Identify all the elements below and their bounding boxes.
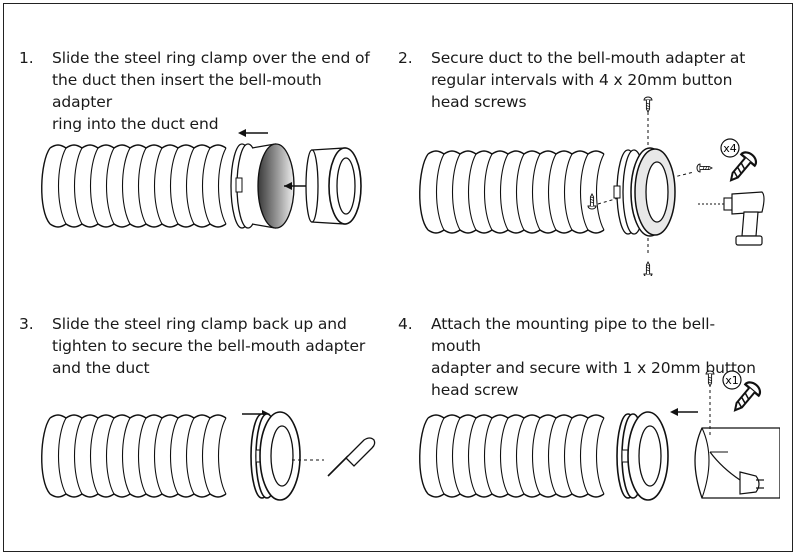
quantity-label: x4 bbox=[723, 142, 737, 155]
figure-step-3 bbox=[41, 410, 376, 501]
step-number: 4. bbox=[398, 315, 413, 333]
figure-step-4: x1 bbox=[419, 370, 780, 501]
flexible-duct bbox=[41, 414, 227, 498]
mounting-pipe bbox=[694, 427, 780, 499]
power-plug-icon bbox=[709, 451, 764, 495]
instruction-frame bbox=[3, 3, 793, 552]
quantity-badge: x1 bbox=[722, 370, 742, 390]
flexible-duct bbox=[419, 414, 605, 498]
screw-icon bbox=[643, 96, 653, 113]
step-text: Attach the mounting pipe to the bell-mou… bbox=[431, 315, 756, 399]
arrow-left-icon bbox=[670, 408, 698, 416]
bell-mouth-adapter bbox=[627, 411, 669, 501]
bell-mouth-adapter bbox=[305, 147, 362, 225]
figure-step-1 bbox=[41, 129, 362, 229]
screw-icon bbox=[587, 193, 597, 210]
step-number: 3. bbox=[19, 315, 34, 333]
bell-mouth-adapter bbox=[630, 147, 676, 237]
arrow-left-icon bbox=[238, 129, 268, 137]
screw-icon bbox=[643, 261, 653, 276]
flexible-duct bbox=[419, 150, 605, 234]
step-text: Slide the steel ring clamp over the end … bbox=[52, 49, 370, 133]
screw-icon bbox=[696, 163, 713, 173]
figure-step-2: x4 bbox=[419, 96, 765, 276]
step-text: Secure duct to the bell-mouth adapter at… bbox=[431, 49, 746, 111]
screw-icon bbox=[705, 370, 715, 387]
flexible-duct bbox=[41, 144, 227, 228]
quantity-label: x1 bbox=[725, 374, 739, 387]
step-text: Slide the steel ring clamp back up and t… bbox=[52, 315, 366, 377]
step-number: 2. bbox=[398, 49, 413, 67]
duct-end-opening bbox=[251, 143, 295, 229]
bell-mouth-adapter bbox=[259, 411, 301, 501]
quantity-badge: x4 bbox=[720, 138, 740, 158]
step-number: 1. bbox=[19, 49, 34, 67]
cordless-drill-icon bbox=[698, 191, 765, 246]
arrow-left-icon bbox=[284, 182, 308, 190]
screwdriver-icon bbox=[327, 437, 376, 477]
